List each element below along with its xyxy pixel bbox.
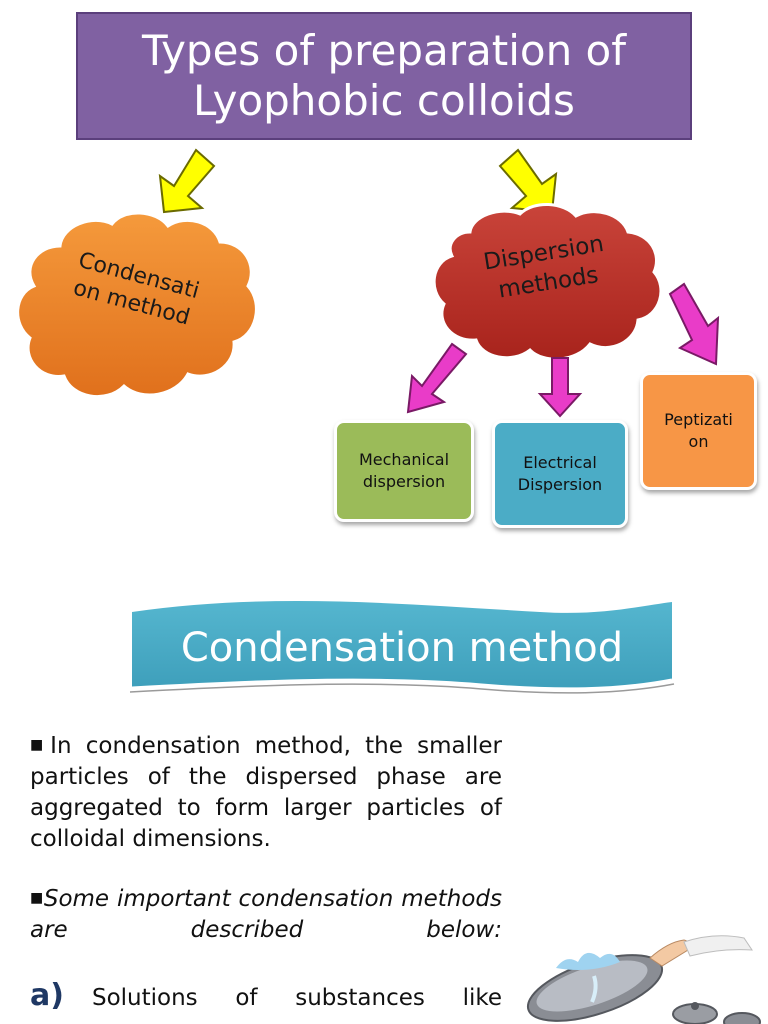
yellow-arrow-left xyxy=(158,148,216,214)
peptization-line-2: on xyxy=(688,432,709,451)
bullet-icon: ■ xyxy=(30,737,51,753)
mechanical-line-1: Mechanical xyxy=(358,450,450,469)
item-letter: a) xyxy=(30,978,64,1013)
paragraph-item-a: a) Solutions of substances like xyxy=(30,980,502,1014)
magenta-arrow-right xyxy=(668,282,720,366)
peptization-box: Peptizati on xyxy=(640,372,757,490)
item-a-text: Solutions of substances like xyxy=(91,985,502,1011)
electrical-line-1: Electrical xyxy=(523,453,597,472)
electrical-dispersion-box: Electrical Dispersion xyxy=(492,420,628,528)
paragraph-intro: ■In condensation method, the smaller par… xyxy=(30,730,502,855)
section-banner-shape xyxy=(129,601,675,694)
magenta-arrow-left xyxy=(406,342,468,414)
dispersion-cloud xyxy=(432,202,663,361)
pot-lid-illustration xyxy=(526,935,761,1024)
mechanical-dispersion-box: Mechanical dispersion xyxy=(334,420,474,522)
condensation-cloud xyxy=(16,211,258,399)
title-line-2: Lyophobic colloids xyxy=(193,76,575,125)
yellow-arrow-right xyxy=(498,148,558,214)
page-title: Types of preparation of Lyophobic colloi… xyxy=(142,26,626,126)
paragraph-intro-text: In condensation method, the smaller part… xyxy=(30,733,503,852)
paragraph-methods-text: Some important condensation methods are … xyxy=(30,886,502,943)
paragraph-methods: ■Some important condensation methods are… xyxy=(30,883,502,946)
electrical-line-2: Dispersion xyxy=(517,475,603,494)
section-heading: Condensation method xyxy=(180,625,624,671)
peptization-line-1: Peptizati xyxy=(664,410,733,429)
title-line-1: Types of preparation of xyxy=(141,26,627,75)
magenta-arrow-middle xyxy=(537,357,583,418)
bullet-icon: ■ xyxy=(30,890,44,906)
mechanical-line-2: dispersion xyxy=(362,472,446,491)
title-box: Types of preparation of Lyophobic colloi… xyxy=(76,12,692,140)
